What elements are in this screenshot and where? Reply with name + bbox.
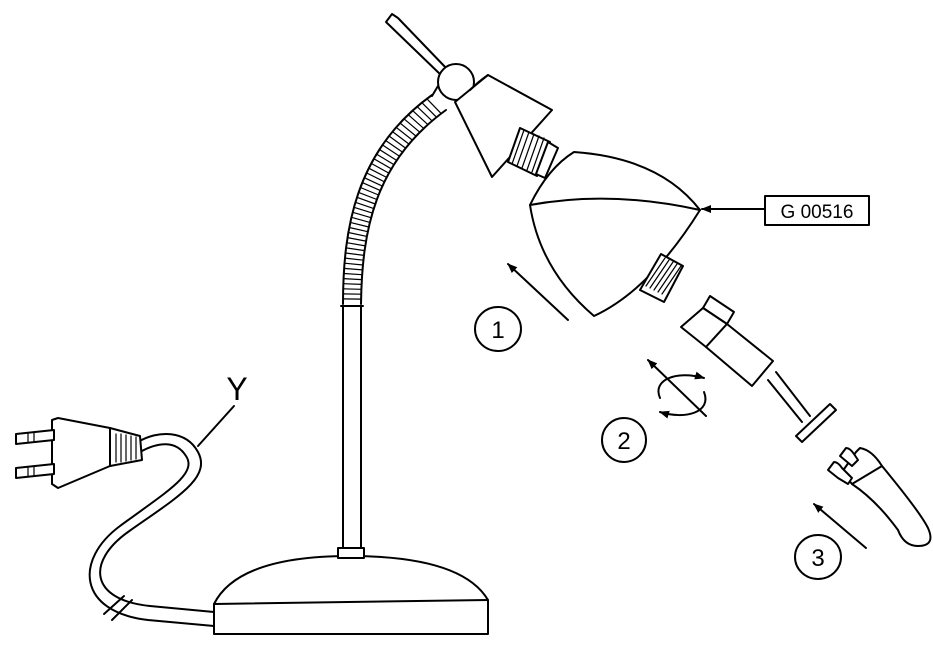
plug-pin-bottom: [15, 463, 55, 479]
gooseneck-rib: [407, 114, 425, 129]
step-1-number: 1: [491, 317, 504, 344]
gooseneck-rib: [416, 105, 433, 122]
gooseneck-rib: [399, 122, 417, 137]
gooseneck-rib: [354, 201, 375, 210]
gooseneck-rib: [391, 131, 410, 145]
cord-label: Y: [226, 371, 247, 407]
bulb-holder: [680, 295, 837, 443]
step-1-marker: 1: [474, 306, 522, 352]
part-number-label: G 00516: [781, 202, 854, 223]
gooseneck-rib: [348, 226, 369, 233]
lamp-base: [213, 555, 489, 635]
gooseneck-rib: [363, 177, 383, 187]
gooseneck-rib: [343, 272, 363, 276]
cone-socket: [454, 74, 559, 179]
gooseneck-rib: [346, 237, 367, 242]
gooseneck-rib: [381, 144, 401, 157]
step-1-arrow: [507, 263, 569, 321]
euro-plug: [15, 417, 143, 489]
gooseneck-rib: [373, 158, 392, 170]
gooseneck-rib: [388, 135, 407, 149]
gooseneck-rib: [365, 172, 385, 183]
gooseneck-rib: [343, 262, 364, 266]
gooseneck-rib: [358, 191, 378, 201]
socket-thread: [507, 127, 559, 179]
gooseneck-rib: [378, 148, 398, 161]
gooseneck-rib: [342, 283, 363, 285]
lamp-arm: [337, 305, 365, 559]
gooseneck-rib: [353, 206, 373, 214]
gooseneck-rib: [346, 242, 366, 247]
step-2-rotate-arrow: [647, 359, 707, 419]
g9-bulb: [827, 447, 932, 547]
step-2-number: 2: [617, 428, 630, 455]
gooseneck-rib: [356, 196, 376, 205]
gooseneck-rib: [344, 257, 364, 261]
gooseneck-rib: [350, 216, 371, 223]
cord-callout: Y: [197, 371, 248, 447]
gooseneck-rib: [349, 221, 370, 228]
gooseneck-rib: [421, 102, 438, 118]
gooseneck-rib: [361, 182, 381, 192]
gooseneck-rib: [375, 153, 395, 166]
lamp-shade: [529, 151, 701, 317]
power-cord: [88, 432, 215, 627]
ring-nut: [639, 253, 684, 303]
gooseneck-rib: [426, 98, 442, 115]
plug-pin-top: [15, 429, 55, 445]
step-2-marker: 2: [601, 417, 647, 463]
part-number-box: [764, 195, 870, 226]
gooseneck-rib: [343, 267, 364, 271]
gooseneck-rib: [403, 118, 421, 133]
gooseneck-rib: [412, 109, 429, 126]
gooseneck-rib: [352, 211, 372, 219]
step-3-arrow: [813, 503, 867, 549]
gooseneck-rib: [395, 126, 413, 141]
gooseneck-rib: [370, 162, 390, 174]
gooseneck-rib: [347, 231, 368, 237]
gooseneck-rib: [342, 278, 363, 281]
gooseneck-rib: [385, 139, 404, 153]
gooseneck: [342, 94, 447, 305]
gooseneck-rib: [368, 167, 388, 178]
gooseneck-rib: [342, 288, 362, 290]
gooseneck-rib: [359, 186, 380, 196]
step-3-marker: 3: [794, 534, 842, 580]
swivel-joint: [385, 13, 475, 101]
gooseneck-rib: [345, 247, 366, 252]
step-3-number: 3: [811, 545, 824, 572]
part-number-callout: G 00516: [701, 195, 870, 226]
gooseneck-rib: [344, 252, 365, 256]
